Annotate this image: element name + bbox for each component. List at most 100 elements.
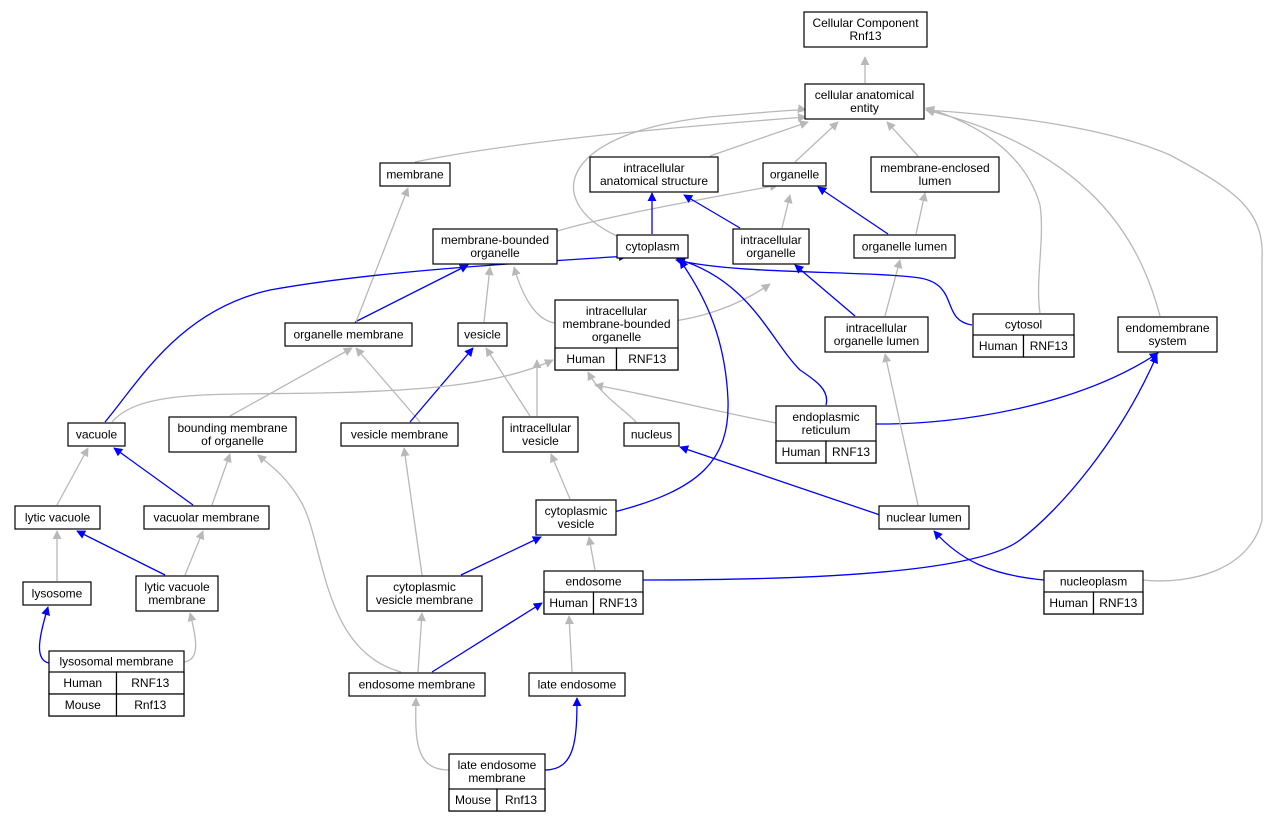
species-label: Human	[782, 445, 821, 459]
node-le[interactable]: late endosome	[528, 672, 626, 697]
part-of-line-26	[409, 347, 474, 423]
node-label-line: cytoplasm	[625, 240, 679, 254]
node-label-line: intracellular	[510, 421, 571, 435]
node-om[interactable]: organelle membrane	[284, 322, 413, 347]
species-cell: Human	[972, 334, 1025, 358]
node-box	[502, 416, 579, 453]
node-label-line: late endosome	[538, 678, 617, 692]
is-a-edge-25	[355, 347, 421, 423]
part-of-edge-51	[431, 602, 543, 673]
species-cell: Mouse	[48, 693, 118, 717]
node-vm[interactable]: vesicle membrane	[340, 422, 459, 447]
is-a-edge-54	[564, 615, 574, 673]
part-of-line-12	[354, 264, 469, 323]
part-of-edge-12	[354, 264, 469, 323]
node-label-line: lytic vacuole	[25, 511, 91, 525]
node-box	[340, 422, 459, 447]
node-vesicle[interactable]: vesicle	[457, 322, 508, 347]
node-ol[interactable]: organelle lumen	[853, 234, 956, 259]
is-a-line-22	[925, 106, 1263, 582]
node-box	[284, 322, 413, 347]
node-box	[1117, 316, 1218, 353]
is-a-line-46	[586, 536, 596, 571]
species-label: Human	[63, 676, 102, 690]
node-organelle[interactable]: organelle	[762, 162, 827, 187]
species-label: Human	[549, 596, 588, 610]
is-a-edge-21	[925, 107, 1161, 317]
is-a-line-14	[483, 266, 494, 323]
node-label-line: membrane	[386, 168, 444, 182]
part-of-line-48	[933, 530, 1045, 581]
node-membrane[interactable]: membrane	[379, 162, 451, 187]
part-of-line-39	[679, 445, 881, 516]
species-label: Mouse	[455, 793, 491, 807]
is-a-line-4	[886, 121, 919, 157]
node-box	[804, 83, 925, 120]
species-cell: Human	[1043, 591, 1095, 615]
node-imbo[interactable]: intracellularmembrane-boundedorganelleHu…	[554, 299, 679, 371]
node-label-line: vesicle	[558, 517, 595, 531]
node-lysosome[interactable]: lysosome	[22, 581, 92, 606]
node-label-line: cytosol	[1005, 318, 1042, 332]
node-vacuole[interactable]: vacuole	[67, 422, 126, 447]
is-a-edge-14	[483, 266, 494, 323]
node-vacm[interactable]: vacuolar membrane	[143, 505, 270, 530]
node-label-line: organelle	[470, 246, 520, 260]
part-of-line-42	[76, 530, 166, 576]
node-lv[interactable]: lytic vacuole	[14, 505, 101, 530]
node-label-line: nuclear lumen	[886, 511, 961, 525]
is-a-line-53	[257, 454, 402, 673]
node-box	[732, 228, 810, 265]
is-a-line-21	[925, 107, 1161, 317]
node-box	[67, 422, 126, 447]
node-label-line: of organelle	[201, 434, 264, 448]
is-a-line-43	[184, 530, 205, 576]
part-of-line-37	[113, 447, 194, 506]
part-of-line-44	[460, 536, 542, 576]
part-of-line-47	[642, 354, 1158, 581]
node-nl[interactable]: nuclear lumen	[878, 505, 970, 530]
node-label-line: anatomical structure	[600, 174, 708, 188]
node-label-line: bounding membrane	[177, 421, 287, 435]
part-of-line-19	[675, 257, 973, 326]
node-label-line: membrane-bounded	[562, 317, 670, 331]
is-a-line-52	[416, 612, 426, 673]
node-label-line: nucleus	[631, 428, 672, 442]
node-box	[870, 156, 1000, 193]
is-a-edge-11	[573, 104, 807, 237]
is-a-edge-31	[594, 382, 777, 424]
node-box	[457, 322, 508, 347]
node-cytoplasm[interactable]: cytoplasm	[616, 234, 689, 259]
gene-cell: RNF13	[615, 347, 679, 371]
node-nucleus[interactable]: nucleus	[623, 422, 680, 447]
gene-label: RNF13	[628, 352, 666, 366]
is-a-edge-6	[781, 194, 793, 229]
node-label-line: cytoplasmic	[545, 504, 608, 518]
node-em[interactable]: endosome membrane	[348, 672, 486, 697]
is-a-line-50	[183, 612, 197, 663]
part-of-edge-56	[544, 697, 582, 771]
part-of-line-51	[431, 602, 543, 673]
node-label-line: vesicle	[522, 434, 559, 448]
node-label-line: lumen	[919, 174, 952, 188]
is-a-line-3	[794, 121, 839, 163]
